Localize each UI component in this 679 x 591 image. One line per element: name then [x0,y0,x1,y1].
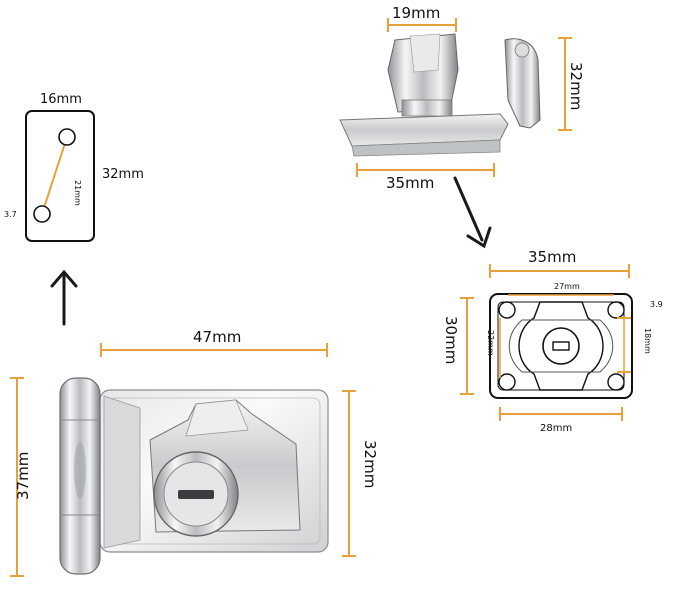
hole-template [25,110,95,242]
plate-width-label: 35mm [528,248,577,266]
arrow-up-icon [50,269,78,326]
side-view-dimensions [356,18,572,177]
front-body-height-label: 32mm [361,440,379,489]
side-width-label: 19mm [392,4,441,22]
template-hole-bottom [33,205,51,223]
plate-hole-label: 3.9 [650,300,663,309]
side-view-lock [339,33,541,157]
bottom-plate-drawing [489,293,633,399]
template-hole-top [58,128,76,146]
plate-right-height-label: 18mm [643,328,652,354]
front-view-dimensions [10,343,356,577]
front-width-label: 47mm [193,328,242,346]
template-diagonal-label: 21mm [73,180,82,206]
bottom-plate-dimensions [460,264,631,421]
plate-inner-height-label: 22mm [486,330,495,356]
side-base-label: 35mm [386,174,435,192]
keyhole-icon [552,341,570,351]
front-hinge-height-label: 37mm [14,451,32,500]
keyhole-icon [178,490,214,499]
front-view-lock [59,377,329,575]
template-width-label: 16mm [40,92,82,107]
template-hole-label: 3.7 [4,210,17,219]
side-height-label: 32mm [567,62,585,111]
plate-height-label: 30mm [442,316,460,365]
template-height-label: 32mm [102,167,144,182]
plate-base-width-label: 28mm [540,423,573,434]
plate-inner-width-label: 27mm [554,282,580,291]
arrow-down-right-icon [453,176,492,249]
